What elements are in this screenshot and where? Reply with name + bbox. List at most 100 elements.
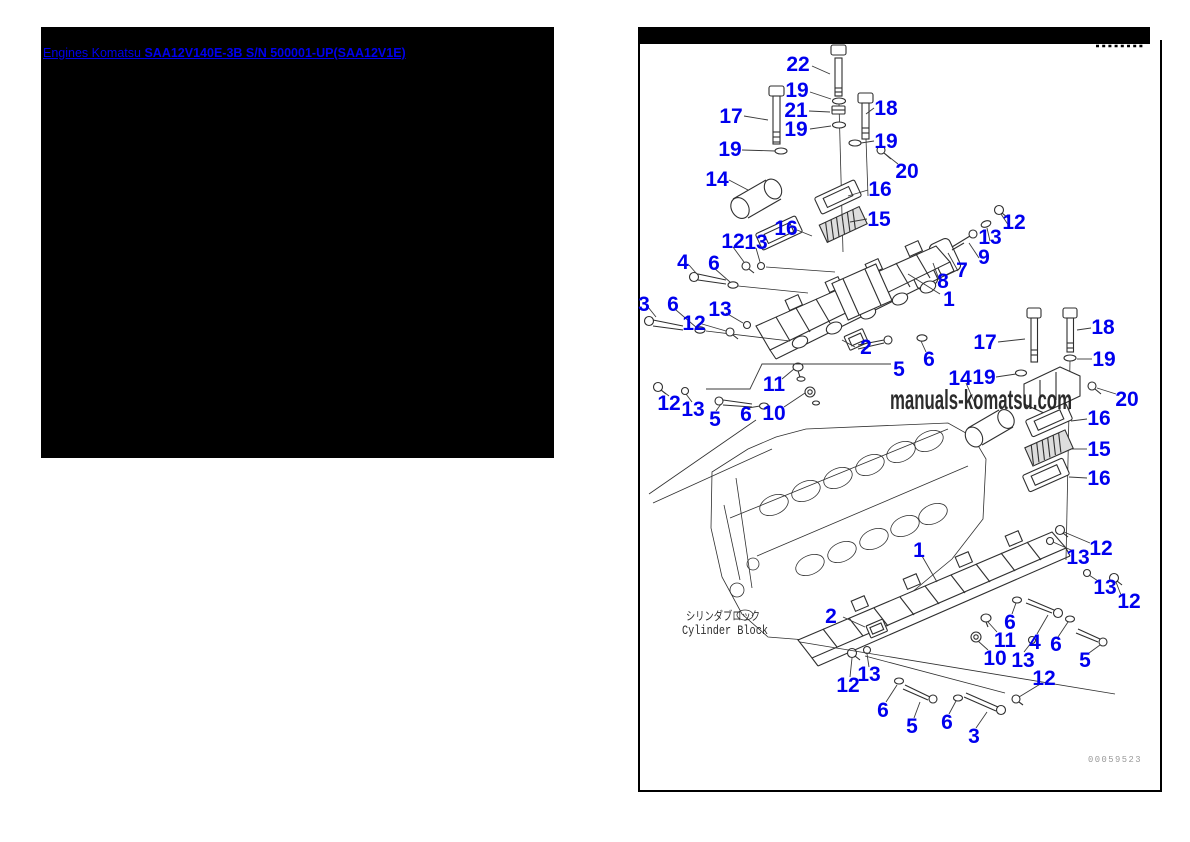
callout-12: 12 bbox=[1089, 537, 1112, 560]
washer bbox=[756, 261, 766, 271]
callout-18: 18 bbox=[874, 97, 898, 120]
callout-16: 16 bbox=[1087, 407, 1110, 430]
callout-13: 13 bbox=[681, 398, 704, 421]
callout-6: 6 bbox=[877, 699, 889, 722]
callout-6: 6 bbox=[740, 403, 752, 426]
callout-12: 12 bbox=[721, 230, 744, 253]
callout-12: 12 bbox=[1117, 590, 1140, 613]
washer bbox=[1063, 354, 1077, 362]
gasket bbox=[1025, 402, 1073, 438]
gasket-hatched bbox=[1024, 429, 1074, 467]
callout-15: 15 bbox=[1087, 438, 1111, 461]
callout-6: 6 bbox=[667, 293, 679, 316]
callout-19: 19 bbox=[785, 79, 808, 102]
callout-12: 12 bbox=[657, 392, 680, 415]
callout-16: 16 bbox=[774, 217, 797, 240]
gasket-hatched bbox=[818, 205, 868, 244]
callout-1: 1 bbox=[913, 539, 925, 562]
callout-16: 16 bbox=[1087, 467, 1110, 490]
bolt bbox=[1075, 628, 1108, 647]
callout-13: 13 bbox=[744, 231, 767, 254]
callout-7: 7 bbox=[956, 259, 968, 282]
plug bbox=[980, 613, 992, 628]
bolt bbox=[830, 44, 847, 97]
bolt bbox=[643, 315, 684, 331]
callout-19: 19 bbox=[1092, 348, 1115, 371]
washer bbox=[1014, 369, 1028, 377]
callout-6: 6 bbox=[1004, 611, 1016, 634]
callout-12: 12 bbox=[1002, 211, 1025, 234]
washer bbox=[831, 97, 847, 105]
callout-1: 1 bbox=[943, 288, 955, 311]
manifold-housing bbox=[1023, 366, 1081, 414]
washer bbox=[694, 326, 706, 334]
callout-9: 9 bbox=[978, 246, 990, 269]
callout-4: 4 bbox=[1029, 631, 1041, 654]
plug bbox=[792, 362, 806, 382]
bolt bbox=[902, 684, 938, 704]
screw bbox=[741, 261, 755, 274]
caption-english: Cylinder Block bbox=[682, 624, 768, 638]
washer bbox=[1064, 615, 1076, 623]
callout-13: 13 bbox=[1066, 546, 1089, 569]
washer bbox=[893, 677, 905, 685]
cylinder-block-art bbox=[648, 419, 987, 641]
bolt bbox=[1062, 307, 1078, 353]
screw bbox=[725, 327, 739, 340]
callout-21: 21 bbox=[784, 99, 808, 122]
callout-12: 12 bbox=[682, 312, 705, 335]
callout-17: 17 bbox=[719, 105, 742, 128]
gasket bbox=[1022, 457, 1070, 493]
callout-19: 19 bbox=[874, 130, 897, 153]
callout-11: 11 bbox=[994, 629, 1017, 652]
callout-17: 17 bbox=[973, 331, 996, 354]
callout-2: 2 bbox=[825, 605, 837, 628]
callout-13: 13 bbox=[1093, 576, 1116, 599]
washer bbox=[1011, 596, 1023, 604]
washer bbox=[774, 147, 788, 155]
bolt bbox=[857, 92, 874, 140]
washer bbox=[727, 281, 739, 289]
callout-13: 13 bbox=[708, 298, 731, 321]
callout-4: 4 bbox=[677, 251, 689, 274]
callout-10: 10 bbox=[983, 647, 1006, 670]
callout-15: 15 bbox=[867, 208, 891, 231]
bolt bbox=[768, 85, 785, 145]
callout-13: 13 bbox=[1011, 649, 1034, 672]
callout-6: 6 bbox=[708, 252, 720, 275]
screw bbox=[951, 229, 978, 251]
callout-19: 19 bbox=[972, 366, 995, 389]
washer bbox=[862, 645, 872, 655]
callout-3: 3 bbox=[968, 725, 980, 748]
callout-14: 14 bbox=[705, 168, 729, 191]
manifold-housing bbox=[831, 263, 893, 321]
screw bbox=[1011, 694, 1024, 706]
callout-2: 2 bbox=[860, 336, 872, 359]
washer bbox=[742, 320, 752, 330]
washer bbox=[916, 334, 928, 342]
watermark: manuals-komatsu.com bbox=[890, 384, 1072, 415]
bolt bbox=[857, 335, 893, 350]
bolt bbox=[963, 692, 1007, 716]
callout-5: 5 bbox=[709, 408, 721, 431]
tube bbox=[964, 409, 1015, 448]
diagram-frame bbox=[638, 27, 1162, 792]
callout-14: 14 bbox=[948, 367, 972, 390]
redacted-header-panel: Engines Komatsu SAA12V140E-3B S/N 500001… bbox=[41, 27, 554, 458]
plug bbox=[804, 386, 821, 406]
washer bbox=[848, 139, 862, 147]
gasket bbox=[814, 179, 862, 215]
callout-8: 8 bbox=[937, 270, 949, 293]
drawing-number: 00059523 bbox=[1088, 755, 1142, 765]
catalog-link-model: SAA12V140E-3B S/N 500001-UP(SAA12V1E) bbox=[144, 46, 406, 60]
bolt bbox=[714, 396, 753, 408]
screw bbox=[1054, 524, 1069, 538]
catalog-link[interactable]: Engines Komatsu SAA12V140E-3B S/N 500001… bbox=[43, 46, 406, 60]
bolt bbox=[688, 271, 727, 285]
callout-5: 5 bbox=[906, 715, 918, 738]
callout-18: 18 bbox=[1091, 316, 1115, 339]
upper-manifold-assembly bbox=[643, 44, 1009, 410]
callout-11: 11 bbox=[763, 373, 786, 396]
